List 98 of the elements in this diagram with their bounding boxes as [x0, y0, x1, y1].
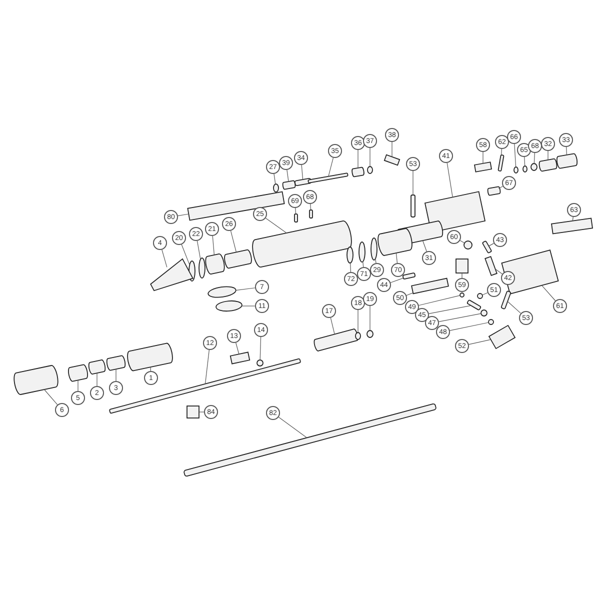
leader-line — [96, 372, 98, 386]
cylinder-part — [378, 228, 412, 256]
leader-line — [204, 350, 210, 384]
cylinder-part — [106, 355, 126, 371]
ring-part — [522, 166, 528, 172]
block-part — [230, 352, 250, 364]
leader-line — [350, 262, 351, 272]
cylinder-part — [352, 166, 364, 178]
leader-line — [265, 218, 287, 234]
leader-line — [566, 146, 567, 156]
leader-line — [301, 164, 304, 180]
leader-line — [482, 152, 484, 164]
cylinder-part — [538, 158, 558, 172]
leader-line — [362, 261, 364, 268]
ring-part — [480, 310, 488, 316]
rod-part — [410, 194, 416, 218]
cylinder-part — [282, 180, 296, 190]
rod-part — [309, 210, 313, 218]
leader-line — [422, 240, 427, 252]
ring-part — [488, 319, 494, 325]
leader-line — [450, 322, 489, 331]
leader-line — [542, 285, 556, 302]
ring-part — [346, 246, 354, 264]
leader-line — [236, 342, 240, 354]
cylinder-part — [88, 359, 106, 375]
block-part — [411, 278, 449, 294]
leader-line — [181, 244, 190, 266]
ring-part — [370, 238, 378, 260]
rod-part — [466, 299, 482, 311]
leader-line — [406, 292, 414, 296]
leader-line — [418, 295, 460, 306]
leader-line — [438, 313, 482, 322]
leader-line — [212, 236, 215, 256]
cone-part — [150, 258, 194, 292]
block-part — [384, 154, 400, 166]
rod-part — [294, 214, 298, 222]
leader-line — [178, 214, 189, 216]
rod-part — [500, 290, 512, 310]
leader-line — [412, 170, 414, 196]
ring-part — [514, 166, 518, 174]
cylinder-part — [14, 365, 58, 395]
leader-line — [236, 288, 256, 291]
leader-line — [162, 249, 168, 268]
leader-line — [524, 156, 526, 166]
leader-line — [150, 366, 151, 372]
leader-line — [514, 144, 516, 168]
ring-part — [367, 166, 373, 174]
cylinder-part — [252, 220, 352, 268]
rod-part — [498, 154, 504, 172]
leader-line — [498, 186, 504, 189]
block-part — [474, 162, 492, 172]
cylinder-part — [556, 153, 578, 169]
leader-line — [390, 278, 404, 283]
rod-part — [402, 272, 416, 280]
leader-line — [230, 230, 237, 253]
ring-part — [208, 286, 236, 298]
leader-line — [310, 204, 312, 210]
leader-line — [428, 305, 472, 314]
block-part — [484, 256, 498, 276]
leader-line — [495, 268, 503, 274]
leader-line — [468, 339, 492, 345]
leader-line — [507, 301, 522, 314]
leader-line — [295, 208, 296, 214]
leader-line — [396, 252, 398, 264]
ring-part — [358, 242, 366, 262]
leader-line — [278, 416, 308, 438]
leader-line — [375, 258, 376, 264]
ring-part — [460, 292, 464, 298]
leader-line — [446, 162, 453, 198]
leader-line — [44, 389, 58, 405]
cylinder-part — [205, 254, 225, 274]
block-part — [551, 218, 593, 234]
leader-line — [260, 336, 262, 360]
ring-part — [464, 240, 472, 250]
leader-line — [328, 157, 334, 177]
leader-line — [488, 243, 494, 246]
cylinder-part — [314, 328, 358, 352]
block-part — [456, 258, 468, 274]
leader-line — [572, 216, 574, 222]
leader-line — [330, 318, 335, 334]
ring-part — [366, 330, 374, 338]
cylinder-part — [68, 364, 88, 382]
ring-part — [477, 293, 483, 299]
leader-line — [501, 148, 502, 156]
ring-part — [530, 163, 538, 171]
ring-part — [355, 332, 361, 340]
leader-line — [196, 240, 201, 260]
ring-part — [216, 300, 242, 312]
leader-line — [482, 292, 488, 296]
leader-line — [534, 152, 535, 164]
cylinder-part — [487, 186, 501, 196]
leader-line — [286, 170, 289, 182]
leader-line — [460, 240, 465, 244]
ring-part — [198, 258, 206, 278]
cylinder-part — [224, 249, 252, 269]
ring-part — [273, 184, 279, 192]
rod-part — [482, 240, 492, 254]
leader-line — [274, 174, 276, 184]
